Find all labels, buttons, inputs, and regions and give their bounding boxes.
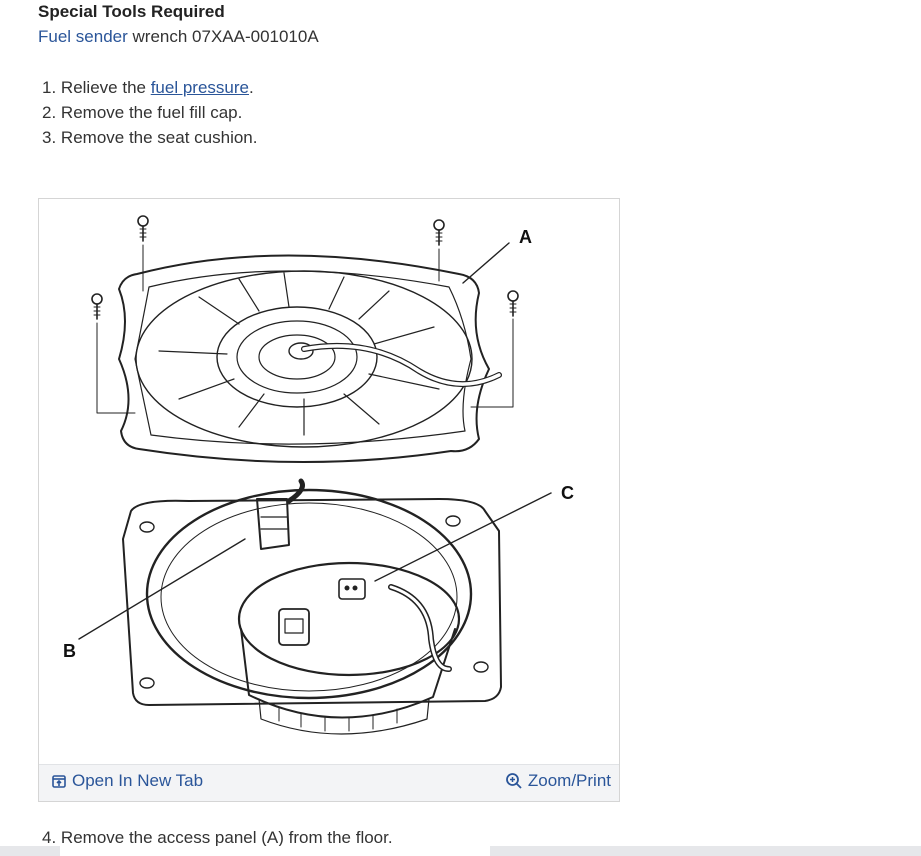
tool-part-number: wrench 07XAA-001010A [127,27,319,46]
pump-fuel-line [388,584,452,672]
panel-ring-mid [216,306,378,408]
fuel-sender-link[interactable]: Fuel sender [38,27,128,46]
callout-c-leader [374,492,552,582]
panel-screw [91,215,519,320]
step-text: Remove the access panel (A) from the flo… [60,828,393,847]
step-text-end: . [248,78,254,97]
callout-c-label: C [561,483,574,503]
callout-a-leader [462,242,510,284]
open-new-tab-icon [52,775,66,788]
fuel-pump-top [237,561,461,677]
callout-a-label: A [519,227,532,247]
step-text: Relieve the [60,78,151,97]
step-number: 4. [42,828,57,847]
zoom-in-icon [505,773,522,789]
harness-plug-b [256,498,290,550]
panel-ring-hub [258,334,336,380]
callout-b-leader [78,538,246,640]
section-heading: Special Tools Required [38,2,225,21]
zoom-print-button[interactable]: Zoom/Print [505,771,611,791]
bottom-scroll-edge [0,846,921,856]
step-text: Remove the seat cushion. [60,128,258,147]
screw-leader-lines [96,244,514,414]
pump-connector [278,608,310,646]
open-in-new-tab-button[interactable]: Open In New Tab [51,771,203,791]
step-number: 2. [42,103,57,122]
quick-connect-fitting [338,578,366,600]
step-item: 4. Remove the access panel (A) from the … [42,828,393,848]
step-number: 1. [42,78,57,97]
fuel-pump-diagram-figure: A B C Open In New Tab Zoom/Print [38,198,620,802]
callout-b-label: B [63,641,76,661]
special-tool-line: Fuel sender wrench 07XAA-001010A [38,27,319,47]
panel-ring-inner [236,320,358,394]
zoom-print-label: Zoom/Print [527,771,611,790]
fuel-pump-body [240,628,456,719]
panel-ribs [158,272,440,436]
step-text: Remove the fuel fill cap. [60,103,243,122]
access-panel-outline [118,254,490,463]
step-item: 1. Relieve the fuel pressure. [42,75,257,100]
step-item: 2. Remove the fuel fill cap. [42,100,257,125]
procedure-steps: 1. Relieve the fuel pressure. 2. Remove … [42,75,257,150]
fuel-pressure-link[interactable]: fuel pressure [150,78,249,97]
figure-toolbar: Open In New Tab Zoom/Print [39,764,619,801]
fuel-pump-illustration: A B C [63,215,574,735]
panel-ring-outer [135,270,473,448]
floor-bolts [139,515,489,689]
floor-opening-frame [122,498,502,706]
step-item: 3. Remove the seat cushion. [42,125,257,150]
open-in-new-tab-label: Open In New Tab [72,771,204,790]
panel-grommet [288,342,314,360]
bottom-edge-highlight [60,846,490,856]
step-number: 3. [42,128,57,147]
floor-opening-ring [145,488,473,700]
